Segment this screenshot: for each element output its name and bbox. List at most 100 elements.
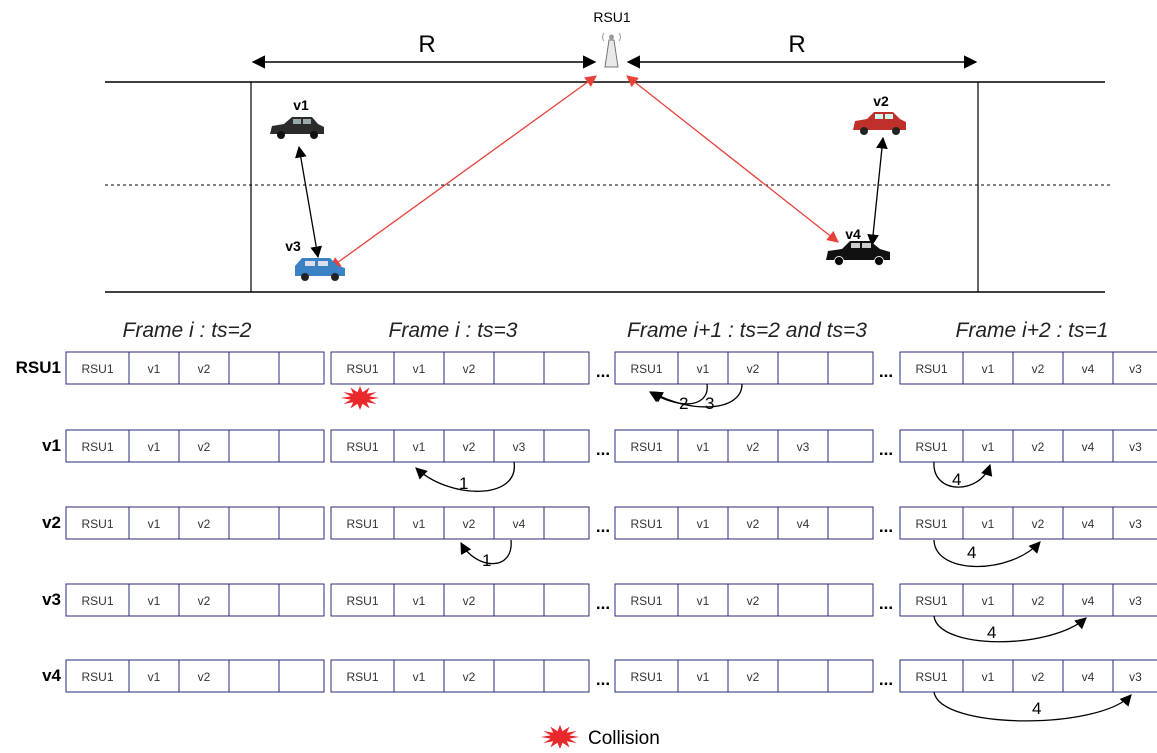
slot-cell <box>330 659 395 693</box>
slot-label: v3 <box>1129 362 1142 376</box>
slot-label: v1 <box>413 362 426 376</box>
slot-label: RSU1 <box>346 440 378 454</box>
slot-cell <box>393 351 445 385</box>
slot-label: v3 <box>1129 440 1142 454</box>
slot-cell <box>128 583 180 617</box>
slot-label: v2 <box>198 594 211 608</box>
slot-cell <box>128 429 180 463</box>
annotation-label: 1 <box>482 551 491 570</box>
slot-label: v2 <box>463 670 476 684</box>
slot-cell <box>1012 351 1064 385</box>
slot-cell <box>443 583 495 617</box>
row-label: RSU1 <box>16 358 61 377</box>
ellipsis: ... <box>879 594 893 613</box>
slot-label: v2 <box>1032 517 1045 531</box>
slot-label: RSU1 <box>81 670 113 684</box>
slot-label: v1 <box>413 517 426 531</box>
slot-label: v1 <box>697 362 710 376</box>
frame-title: Frame i+1 : ts=2 and ts=3 <box>627 319 867 342</box>
slot-cell <box>493 659 545 693</box>
slot-label: RSU1 <box>81 594 113 608</box>
slot-cell <box>677 351 729 385</box>
slot-label: v1 <box>148 517 161 531</box>
row-label: v3 <box>42 590 61 609</box>
slot-cell <box>1112 351 1157 385</box>
slot-cell <box>178 506 230 540</box>
slot-label: v1 <box>697 594 710 608</box>
slot-cell <box>777 506 829 540</box>
slot-cell <box>278 506 325 540</box>
slot-label: v2 <box>463 594 476 608</box>
slot-cell <box>278 583 325 617</box>
annotation-label: 3 <box>705 394 714 413</box>
rsu-label: RSU1 <box>593 9 631 25</box>
slot-cell <box>493 506 545 540</box>
slot-cell <box>493 429 545 463</box>
ellipsis: ... <box>596 517 610 536</box>
slot-label: RSU1 <box>346 517 378 531</box>
slot-cell <box>777 659 829 693</box>
slot-label: v1 <box>413 670 426 684</box>
slot-cell <box>899 659 964 693</box>
slot-cell <box>228 659 280 693</box>
slot-label: v3 <box>1129 594 1142 608</box>
slot-cell <box>278 659 325 693</box>
ellipsis: ... <box>596 594 610 613</box>
slot-cell <box>677 659 729 693</box>
slot-label: RSU1 <box>630 440 662 454</box>
slot-label: v2 <box>198 362 211 376</box>
arrow-rsu-3 <box>650 383 743 408</box>
slot-cell <box>777 351 829 385</box>
slot-label: v4 <box>1082 362 1095 376</box>
slot-cell <box>543 506 590 540</box>
slot-label: v2 <box>1032 670 1045 684</box>
car-icon <box>295 258 345 281</box>
slot-cell <box>962 506 1014 540</box>
slot-label: v1 <box>413 594 426 608</box>
slot-label: v4 <box>1082 517 1095 531</box>
slot-label: v1 <box>413 440 426 454</box>
ellipsis: ... <box>596 440 610 459</box>
ellipsis: ... <box>879 440 893 459</box>
slot-cell <box>65 506 130 540</box>
slot-label: v4 <box>513 517 526 531</box>
ellipsis: ... <box>596 670 610 689</box>
slot-cell <box>1112 506 1157 540</box>
slot-label: RSU1 <box>630 517 662 531</box>
range-right-label: R <box>788 31 805 58</box>
slot-cell <box>178 583 230 617</box>
annotation-label: 4 <box>987 623 996 642</box>
slot-cell <box>962 583 1014 617</box>
arrow-v1-4 <box>933 461 993 488</box>
slot-cell <box>614 429 679 463</box>
slot-cell <box>1062 659 1114 693</box>
slot-cell <box>1012 659 1064 693</box>
link-v2-v4 <box>867 136 888 247</box>
legend: Collision <box>540 725 660 749</box>
slot-cell <box>128 659 180 693</box>
vehicle-v3: v3 <box>285 238 345 281</box>
slot-label: v1 <box>982 440 995 454</box>
range-left-label: R <box>418 31 435 58</box>
slot-cell <box>727 659 779 693</box>
slot-label: v1 <box>148 440 161 454</box>
slot-cell <box>677 429 729 463</box>
slot-label: v2 <box>463 362 476 376</box>
slot-cell <box>393 506 445 540</box>
slot-label: v1 <box>148 670 161 684</box>
slot-cell <box>727 583 779 617</box>
slot-label: v3 <box>1129 517 1142 531</box>
annotation-label: 4 <box>967 543 976 562</box>
slot-label: v4 <box>1082 440 1095 454</box>
slot-label: v3 <box>1129 670 1142 684</box>
